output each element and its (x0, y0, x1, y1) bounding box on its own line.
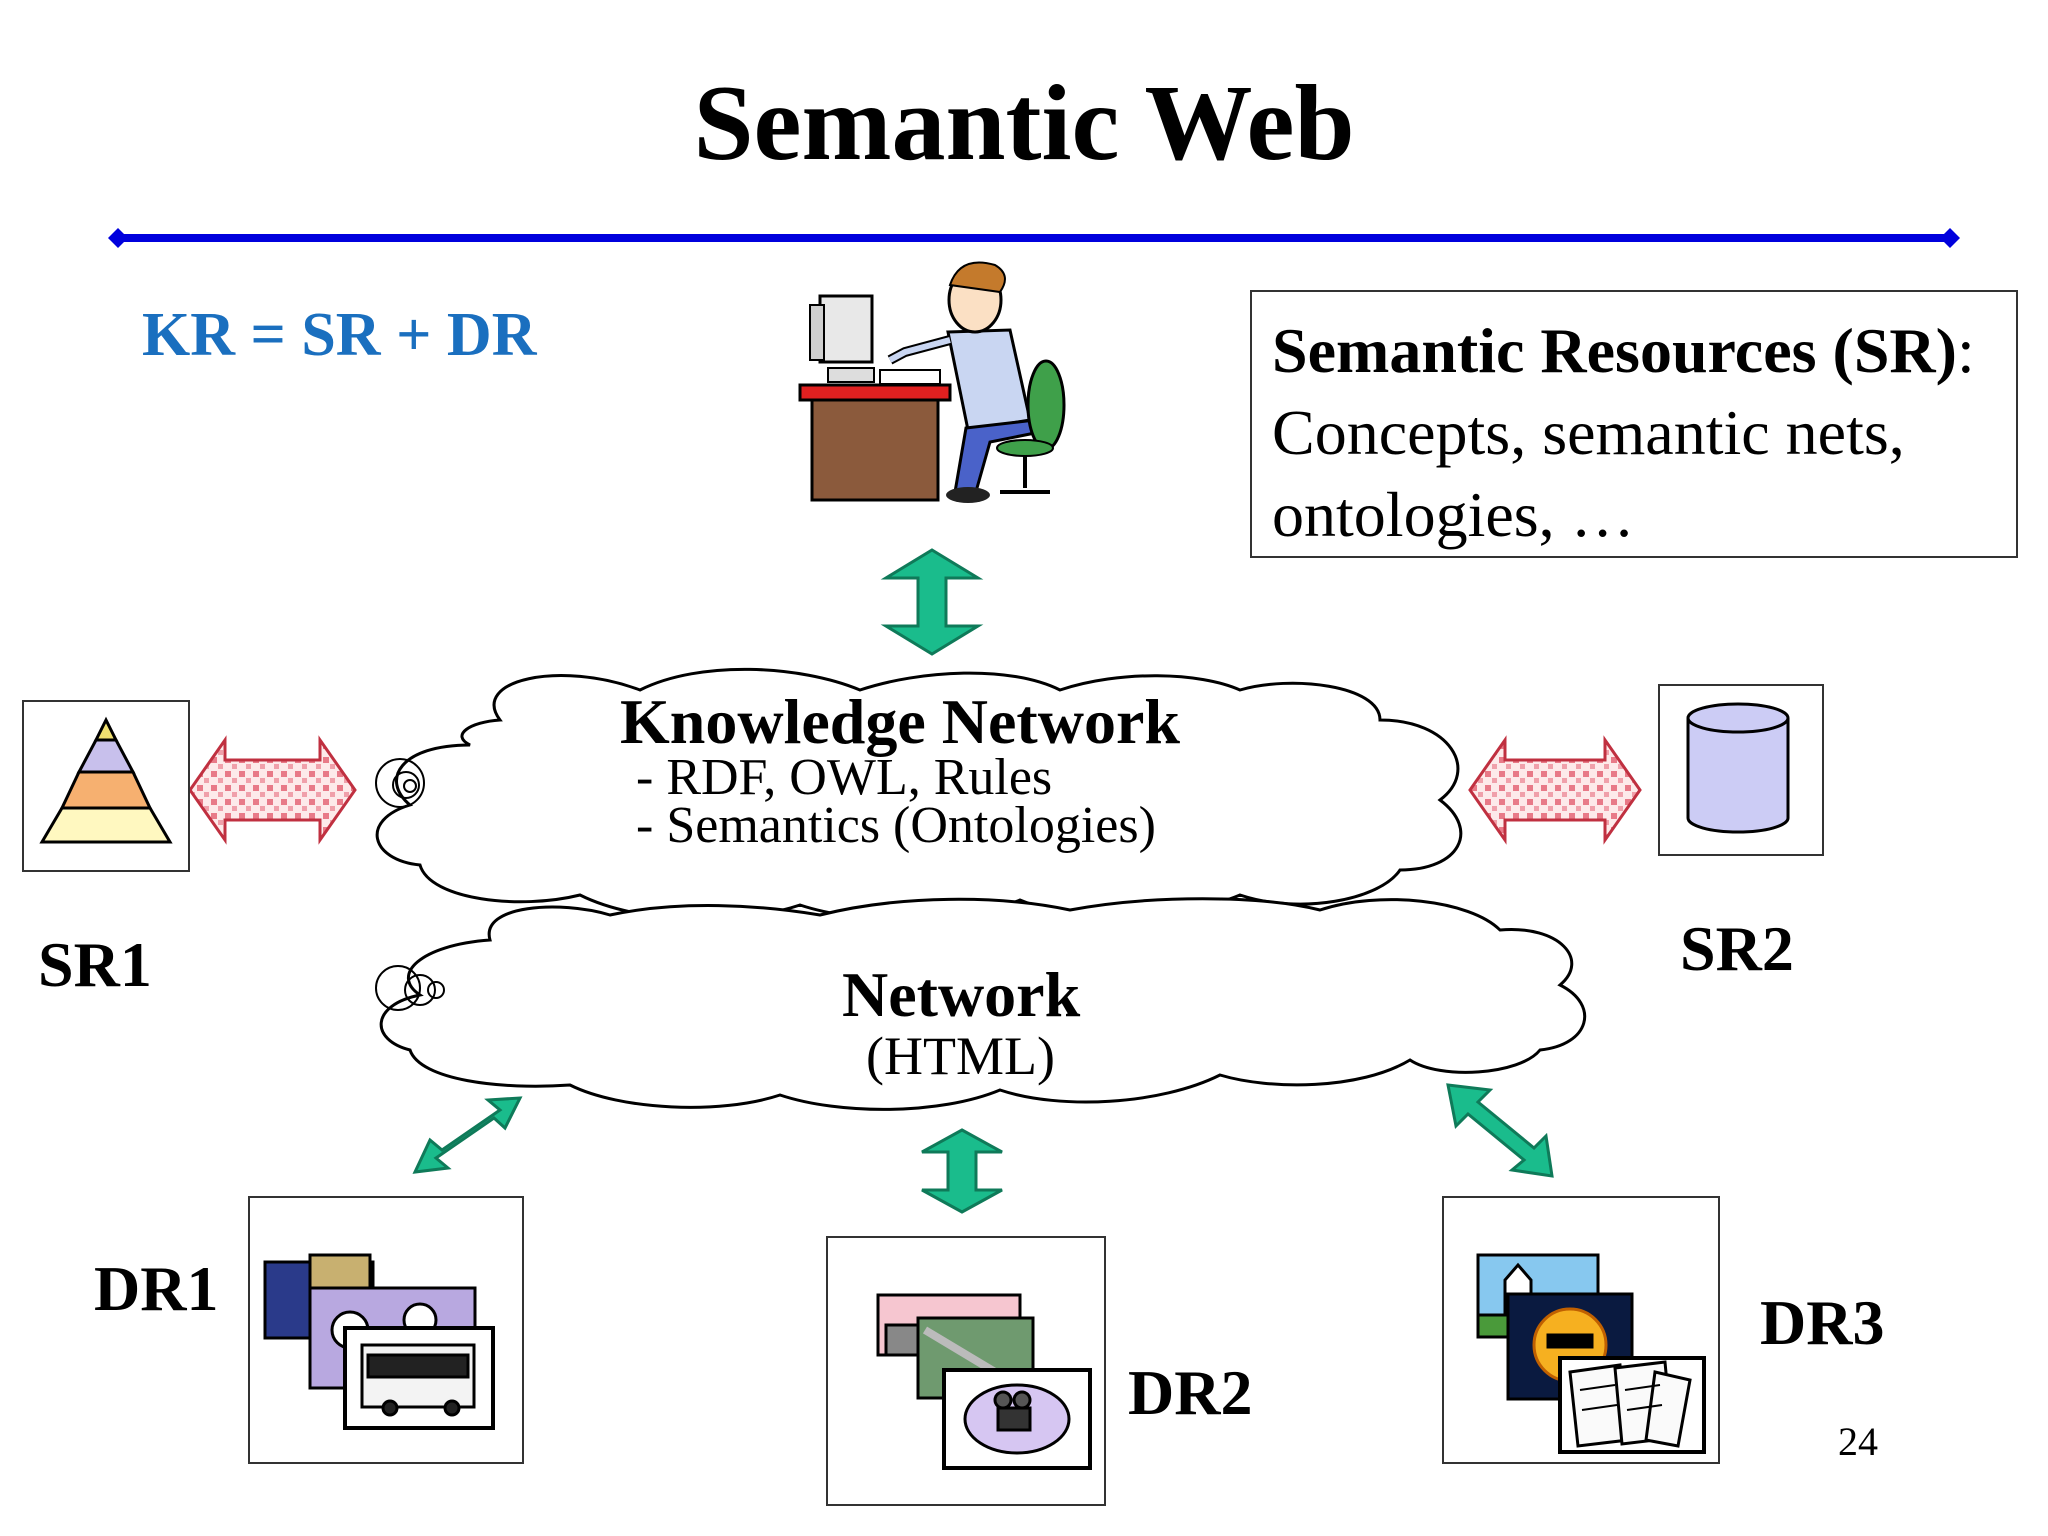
sr2-label: SR2 (1680, 913, 1794, 984)
dr2-box (826, 1236, 1106, 1506)
kr-formula: KR = SR + DR (142, 301, 537, 369)
dr3-label: DR3 (1760, 1287, 1885, 1358)
knowledge-thought-bubbles (375, 758, 425, 808)
pyramid-icon (39, 716, 173, 844)
arrow-network-to-dr1 (412, 1096, 523, 1174)
dr1-box (248, 1196, 524, 1464)
semantic-resources-box: Semantic Resources (SR): Concepts, seman… (1250, 290, 2018, 558)
title-rule (108, 228, 1960, 248)
multimedia-collage-icon (876, 1293, 1092, 1470)
dr3-box (1442, 1196, 1720, 1464)
knowledge-network-cloud (375, 667, 1463, 921)
semantic-resources-description: : Concepts, semantic nets, ontologies, … (1272, 315, 1975, 550)
network-subtitle: (HTML) (866, 1026, 1055, 1086)
knowledge-network-item: - RDF, OWL, Rules (636, 749, 1053, 806)
knowledge-network-title: Knowledge Network (620, 686, 1180, 757)
page-number: 24 (1838, 1419, 1878, 1464)
media-collage-icon (263, 1253, 495, 1430)
media-documents-collage-icon (1476, 1253, 1706, 1454)
sr1-label: SR1 (38, 929, 152, 1000)
sr1-box (22, 700, 190, 872)
dr1-label: DR1 (94, 1253, 219, 1324)
arrow-network-to-dr3 (1446, 1083, 1554, 1178)
arrow-user-to-knowledge (880, 548, 984, 656)
knowledge-network-item: - Semantics (Ontologies) (636, 797, 1156, 854)
database-cylinder-icon (1686, 702, 1790, 834)
user-at-computer-icon (798, 261, 1066, 503)
dr2-label: DR2 (1128, 1357, 1253, 1428)
semantic-resources-heading: Semantic Resources (SR) (1272, 315, 1957, 386)
network-thought-bubbles (375, 965, 445, 1011)
network-cloud (379, 897, 1587, 1111)
arrow-network-to-dr2 (921, 1128, 1003, 1214)
arrow-sr2-to-knowledge (1468, 735, 1642, 845)
sr2-box (1658, 684, 1824, 856)
network-title: Network (842, 959, 1081, 1030)
arrow-sr1-to-knowledge (188, 735, 357, 845)
slide-title: Semantic Web (693, 64, 1355, 183)
